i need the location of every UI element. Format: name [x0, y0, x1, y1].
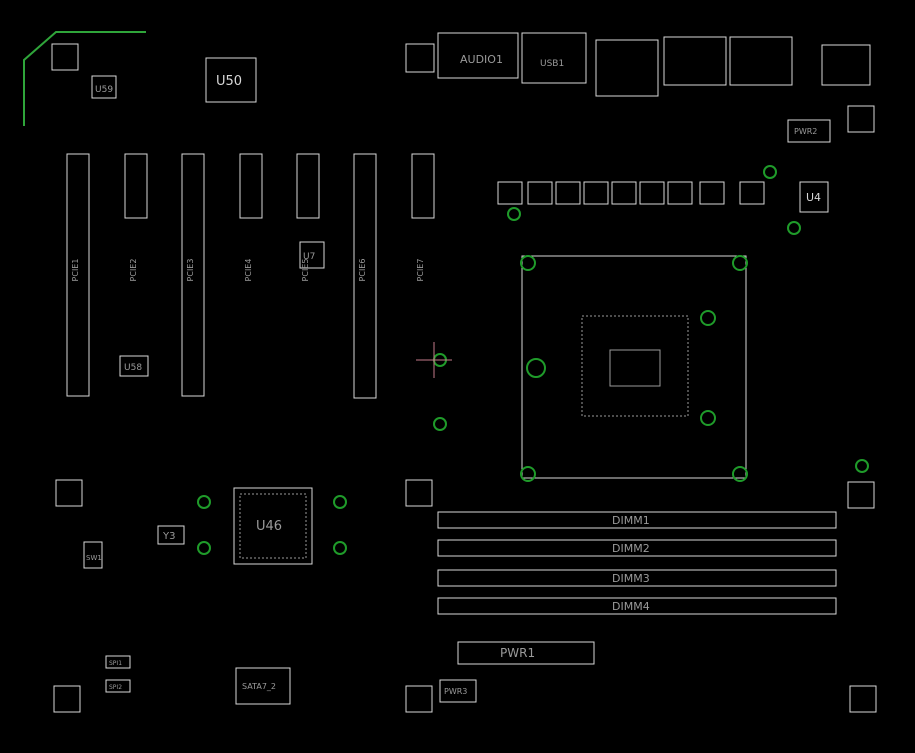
pwr3-label: PWR3	[444, 687, 467, 696]
dimm4-label: DIMM4	[612, 600, 650, 613]
crystal-y3	[157, 525, 185, 545]
connector-spi2	[105, 679, 131, 693]
pcie-slot-label: PCIE3	[186, 259, 195, 282]
chip-u59	[91, 75, 117, 99]
switch-sw1	[83, 541, 103, 569]
pwr2-label: PWR2	[794, 127, 817, 136]
dimm2-label: DIMM2	[612, 542, 650, 555]
pcie-slot	[124, 153, 148, 219]
y3-label: Y3	[162, 531, 175, 542]
crosshair	[416, 342, 452, 378]
pcie-slot-group	[66, 153, 435, 399]
pcie-slot	[181, 153, 205, 397]
pcie-slot	[296, 153, 320, 219]
u7-label: U7	[303, 252, 315, 262]
pcie-slot	[66, 153, 90, 397]
connector-sata	[235, 667, 291, 705]
pwr1-label: PWR1	[500, 646, 535, 660]
pcie-slot-label: PCIE4	[244, 259, 253, 282]
usb-label: USB1	[540, 59, 564, 69]
audio-label: AUDIO1	[460, 53, 503, 66]
pcie-slot-label: PCIE1	[71, 259, 80, 282]
sw1-label: SW1	[86, 554, 102, 562]
connector-spi1	[105, 655, 131, 669]
pcie-slot	[239, 153, 263, 219]
mounting-holes	[51, 43, 877, 713]
pcie-slot	[411, 153, 435, 219]
dimm-group	[437, 511, 837, 615]
u46-label: U46	[256, 519, 282, 534]
cpu-socket	[521, 255, 747, 479]
sata-label: SATA7_2	[242, 682, 276, 691]
u46-grid	[239, 493, 307, 559]
connector-pwr1	[457, 641, 595, 665]
u59-label: U59	[95, 85, 113, 95]
spi2-label: SPI2	[109, 684, 122, 691]
connector-pwr2	[787, 119, 831, 143]
chip-u50	[205, 57, 257, 103]
dimm3-label: DIMM3	[612, 572, 650, 585]
pcie-slot-label: PCIE5	[301, 259, 310, 282]
chip-u58	[119, 355, 149, 377]
pcie-slot-label: PCIE2	[129, 259, 138, 282]
pcie-slot-label: PCIE6	[358, 259, 367, 282]
chip-u7	[299, 241, 325, 269]
u50-label: U50	[216, 74, 242, 89]
cpu-pad-array	[581, 315, 689, 417]
cpu-center	[609, 349, 661, 387]
trace-line	[23, 31, 146, 126]
spi1-label: SPI1	[109, 660, 122, 667]
chip-u46	[233, 487, 313, 565]
vrm-row	[497, 181, 765, 205]
pcie-slot	[353, 153, 377, 399]
chip-u4	[799, 181, 829, 213]
u58-label: U58	[124, 363, 142, 373]
pcie-slot-label: PCIE7	[416, 259, 425, 282]
u4-label: U4	[806, 191, 821, 204]
connector-pwr3	[439, 679, 477, 703]
via-group	[197, 165, 869, 555]
dimm1-label: DIMM1	[612, 514, 650, 527]
rear-io-group	[405, 32, 871, 97]
